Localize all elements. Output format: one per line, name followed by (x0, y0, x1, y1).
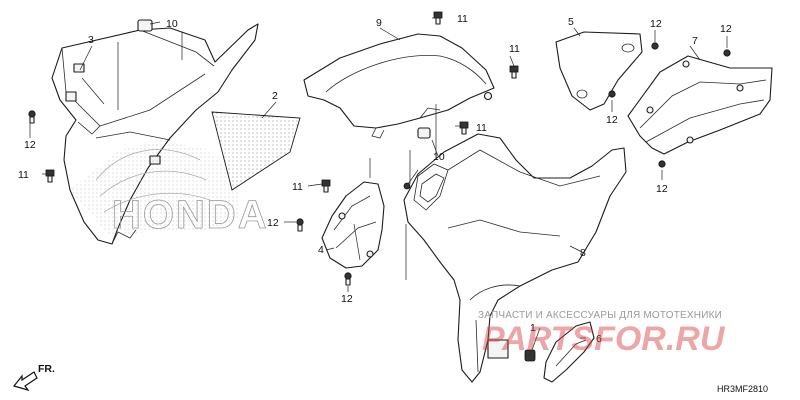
watermark-site: PARTSFOR.RU (482, 320, 726, 358)
decal-sheet-part-2 (211, 111, 301, 191)
arrow-icon (12, 371, 38, 392)
plate-part-5 (555, 31, 643, 111)
watermark: ЗАПЧАСТИ И АКСЕССУАРЫ ДЛЯ МОТОТЕХНИКИ PA… (478, 310, 726, 358)
lower-trim-part-6 (543, 321, 595, 383)
screw-11-left (45, 169, 55, 183)
callout-11-bracket: 11 (292, 181, 303, 193)
screw-11-bracket (321, 179, 331, 193)
screw-12-bracket (296, 218, 304, 232)
left-cover-tab (73, 63, 85, 73)
callout-1: 1 (530, 322, 536, 334)
screw-12-upper-right (723, 49, 731, 57)
callout-12-bracket-low: 12 (341, 293, 353, 305)
callout-11-top: 11 (457, 13, 468, 25)
screw-12-bracket-low (344, 272, 352, 286)
callout-8: 8 (580, 247, 586, 259)
callout-10-top: 10 (166, 18, 178, 30)
side-panel-part-7 (627, 55, 773, 155)
honda-wing-decal: HONDA (70, 140, 269, 237)
callout-5: 5 (568, 16, 574, 28)
callout-6: 6 (596, 333, 602, 345)
leader-lines (29, 17, 728, 351)
grommet-10-center (417, 127, 431, 139)
callout-12-plate-low: 12 (606, 114, 618, 126)
callout-labels: 10 3 2 9 11 11 11 5 12 7 12 12 12 8 10 1… (18, 13, 732, 345)
callout-12-plate: 12 (650, 18, 662, 30)
grommet-part-10-top (137, 19, 153, 32)
callout-12-panel-low: 12 (656, 183, 668, 195)
callout-11-right: 11 (509, 43, 520, 55)
honda-decal-text: HONDA (112, 193, 269, 237)
diagram-code: HR3MF2810 (717, 384, 768, 394)
screw-11-center (509, 65, 519, 79)
center-top-cover-part-9 (303, 33, 495, 139)
callout-3: 3 (88, 34, 94, 46)
callout-4: 4 (318, 244, 324, 256)
watermark-tagline: ЗАПЧАСТИ И АКСЕССУАРЫ ДЛЯ МОТОТЕХНИКИ (478, 310, 722, 321)
callout-10-center: 10 (433, 151, 445, 163)
right-main-cover-part-8 (403, 133, 627, 383)
callout-11-mid: 11 (476, 122, 487, 134)
callout-2: 2 (272, 90, 278, 102)
bracket-part-4 (321, 181, 385, 269)
callout-12-left: 12 (24, 139, 36, 151)
callout-12-bracket: 12 (267, 217, 279, 229)
screw-12-center (403, 182, 411, 190)
rubber-part-1 (524, 349, 536, 362)
callout-12-upper-right: 12 (720, 23, 732, 35)
callout-11-left: 11 (18, 169, 29, 181)
screw-12-panel-low (658, 160, 666, 168)
screw-12-plate-low (608, 90, 616, 98)
screw-11-mid (459, 121, 469, 135)
right-cover-lower-tab (487, 339, 509, 359)
fasteners (28, 11, 731, 286)
direction-label: FR. (38, 363, 55, 375)
callout-7: 7 (692, 35, 698, 47)
left-cover-grommet (65, 91, 77, 102)
screw-12-plate (651, 42, 659, 50)
callout-9: 9 (376, 17, 382, 29)
front-direction-arrow: FR. (12, 363, 55, 392)
